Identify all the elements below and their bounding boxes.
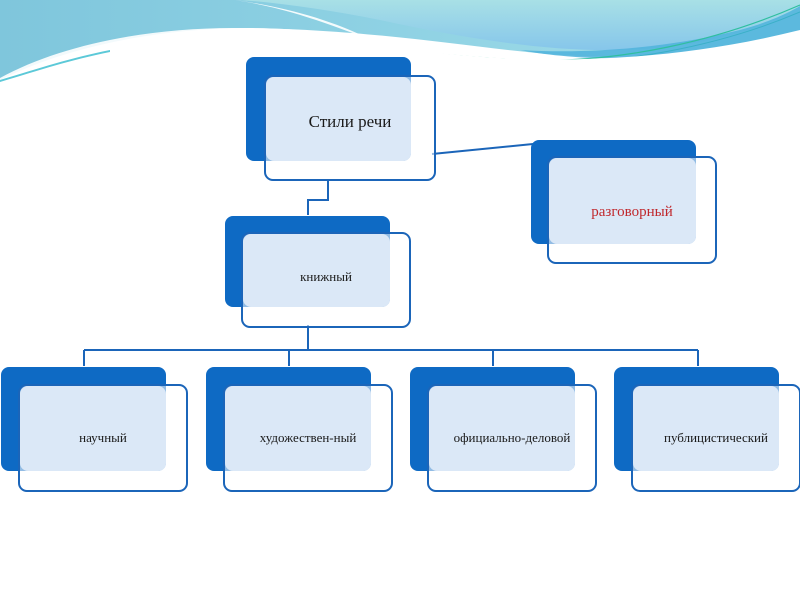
node-label: разговорный xyxy=(591,203,673,220)
node-tint xyxy=(549,158,696,244)
connector-root-to-razgovorny xyxy=(431,143,534,155)
node-label: книжный xyxy=(300,269,352,284)
wave-accent-left xyxy=(0,50,110,82)
node-label: Стили речи xyxy=(308,112,392,131)
node-razgovorny[interactable]: разговорный xyxy=(531,140,721,266)
node-label: научный xyxy=(79,430,127,445)
node-tint xyxy=(429,386,575,471)
node-publitsistichesky[interactable]: публицистический xyxy=(614,367,800,493)
node-tint xyxy=(633,386,779,471)
connector-root-to-knizhny xyxy=(307,180,329,215)
node-knizhny[interactable]: книжный xyxy=(225,216,415,328)
node-root[interactable]: Стили речи xyxy=(246,57,436,183)
node-label: официально-деловой xyxy=(453,430,571,445)
node-tint xyxy=(243,234,390,307)
wave-right-lobe xyxy=(240,0,800,51)
node-tint xyxy=(20,386,166,471)
node-label: публицистический xyxy=(664,430,768,445)
node-tint xyxy=(225,386,371,471)
node-tint xyxy=(266,77,411,161)
node-khudozhestvenny[interactable]: художествен-ный xyxy=(206,367,394,493)
node-nauchny[interactable]: научный xyxy=(1,367,189,493)
node-label: художествен-ный xyxy=(259,430,357,445)
node-ofitsialno-delovoy[interactable]: официально-деловой xyxy=(410,367,598,493)
